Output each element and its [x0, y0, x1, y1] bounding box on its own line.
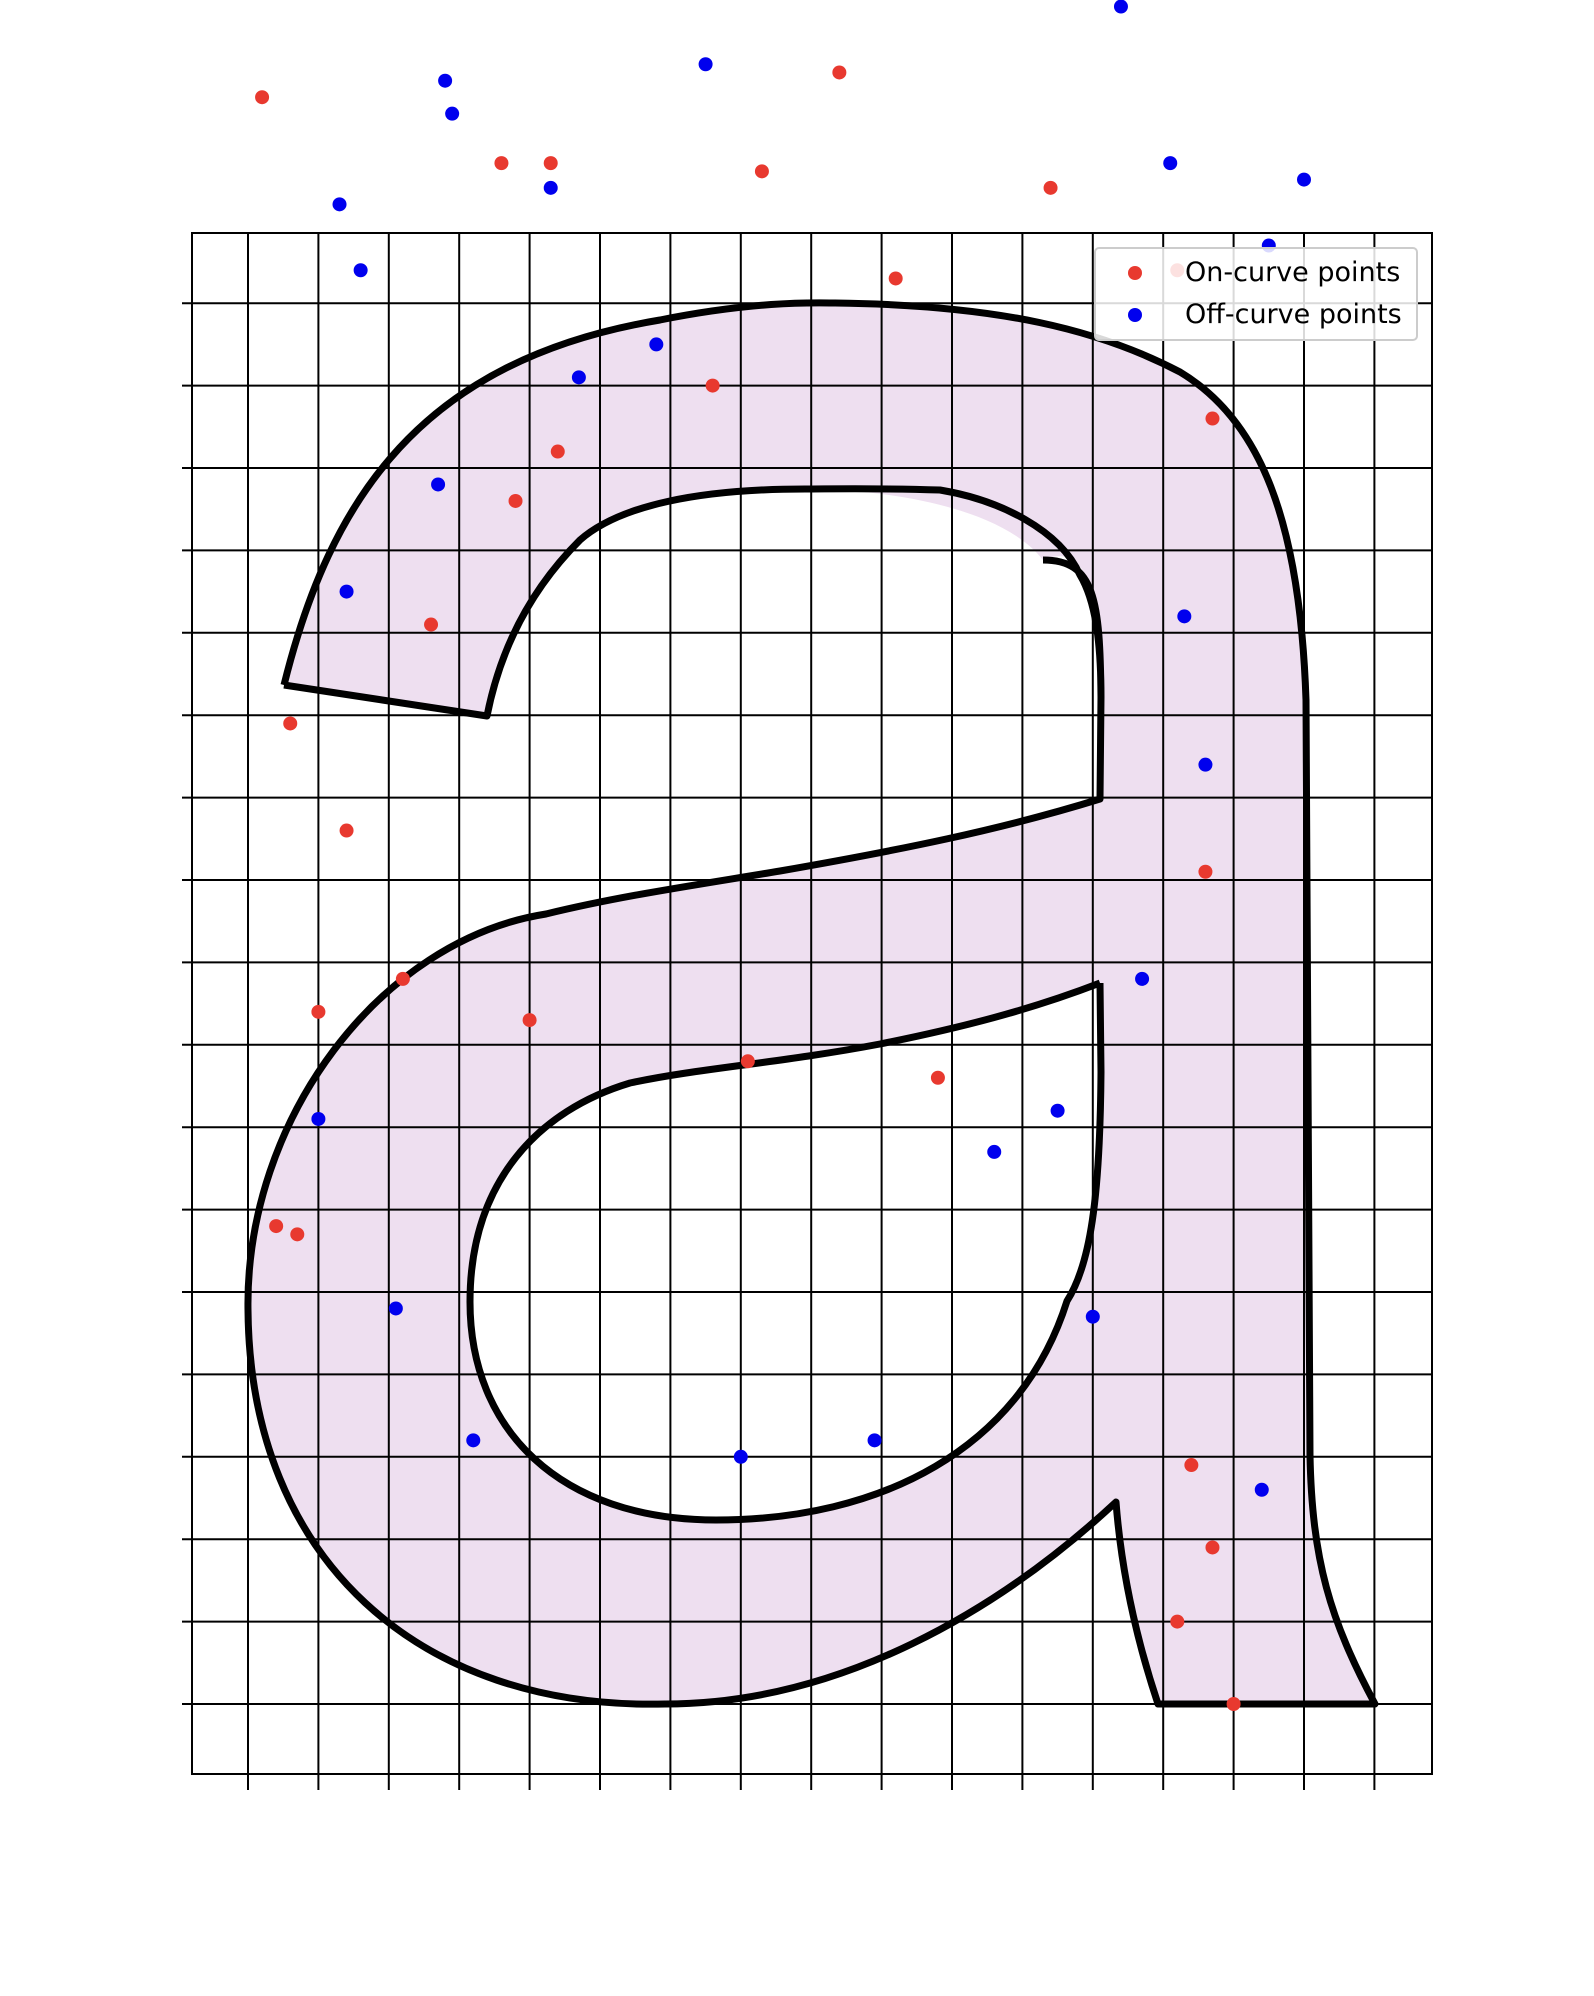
- on-curve-point: [283, 716, 298, 731]
- grid-lines: [182, 233, 1432, 1790]
- on-curve-point: [543, 156, 558, 171]
- off-curve-point: [1050, 1103, 1065, 1118]
- off-curve-point: [698, 57, 713, 72]
- off-curve-point: [1085, 1309, 1100, 1324]
- legend-label-on: On-curve points: [1185, 257, 1400, 288]
- off-curve-point: [1297, 172, 1311, 187]
- legend-label-off: Off-curve points: [1185, 299, 1402, 330]
- off-curve-point: [1254, 1482, 1269, 1497]
- outer-contour: [244, 299, 1379, 1708]
- off-curve-point: [1135, 971, 1150, 986]
- on-curve-point: [1184, 1458, 1199, 1473]
- on-curve-point: [255, 90, 270, 105]
- glyph-outline: [244, 299, 1379, 1708]
- off-curve-point: [466, 1433, 481, 1448]
- on-curve-point: [888, 271, 903, 286]
- off-curve-point: [987, 1144, 1002, 1159]
- on-curve-point: [395, 971, 410, 986]
- on-curve-point: [930, 1070, 945, 1085]
- on-curve-point: [754, 164, 769, 179]
- off-curve-point: [353, 263, 368, 278]
- off-curve-point: [867, 1433, 882, 1448]
- on-curve-point: [1226, 1697, 1241, 1711]
- on-curve-point: [1198, 864, 1213, 879]
- on-curve-point: [494, 156, 509, 171]
- on-curve-point: [1205, 1540, 1220, 1555]
- legend-box: [1094, 247, 1418, 341]
- on-curve-point: [290, 1227, 305, 1242]
- off-curve-point: [438, 73, 453, 88]
- on-curve-point: [339, 823, 354, 838]
- legend-marker-on: [1128, 266, 1142, 280]
- off-curve-point: [571, 370, 586, 385]
- off-curve-point: [388, 1301, 403, 1316]
- on-curve-point: [1043, 180, 1058, 195]
- on-curve-point: [550, 444, 565, 459]
- lower-counter-contour: [466, 979, 1105, 1524]
- off-curve-point: [445, 106, 460, 121]
- off-curve-point: [1163, 156, 1178, 171]
- on-curve-point: [269, 1219, 284, 1234]
- on-curve-point: [705, 378, 720, 393]
- on-curve-point: [1170, 1614, 1185, 1629]
- legend: On-curve points Off-curve points: [1094, 247, 1418, 341]
- on-curve-point: [832, 65, 847, 80]
- off-curve-series: [311, 0, 1311, 1497]
- off-curve-point: [1198, 757, 1213, 772]
- on-curve-point: [311, 1004, 326, 1019]
- on-curve-point: [740, 1054, 755, 1069]
- off-curve-point: [339, 584, 354, 599]
- off-curve-point: [431, 477, 446, 492]
- off-curve-point: [1177, 609, 1192, 624]
- off-curve-point: [311, 1111, 326, 1126]
- legend-marker-off: [1128, 308, 1142, 322]
- upper-counter-contour: [283, 485, 1105, 720]
- off-curve-point: [733, 1449, 748, 1464]
- on-curve-point: [522, 1013, 537, 1028]
- off-curve-point: [543, 180, 558, 195]
- on-curve-point: [424, 617, 439, 632]
- off-curve-point: [649, 337, 664, 352]
- on-curve-point: [508, 493, 523, 508]
- on-curve-point: [1205, 411, 1220, 426]
- off-curve-point: [332, 197, 347, 212]
- plot-frame: [191, 232, 1433, 1775]
- off-curve-point: [1113, 0, 1128, 14]
